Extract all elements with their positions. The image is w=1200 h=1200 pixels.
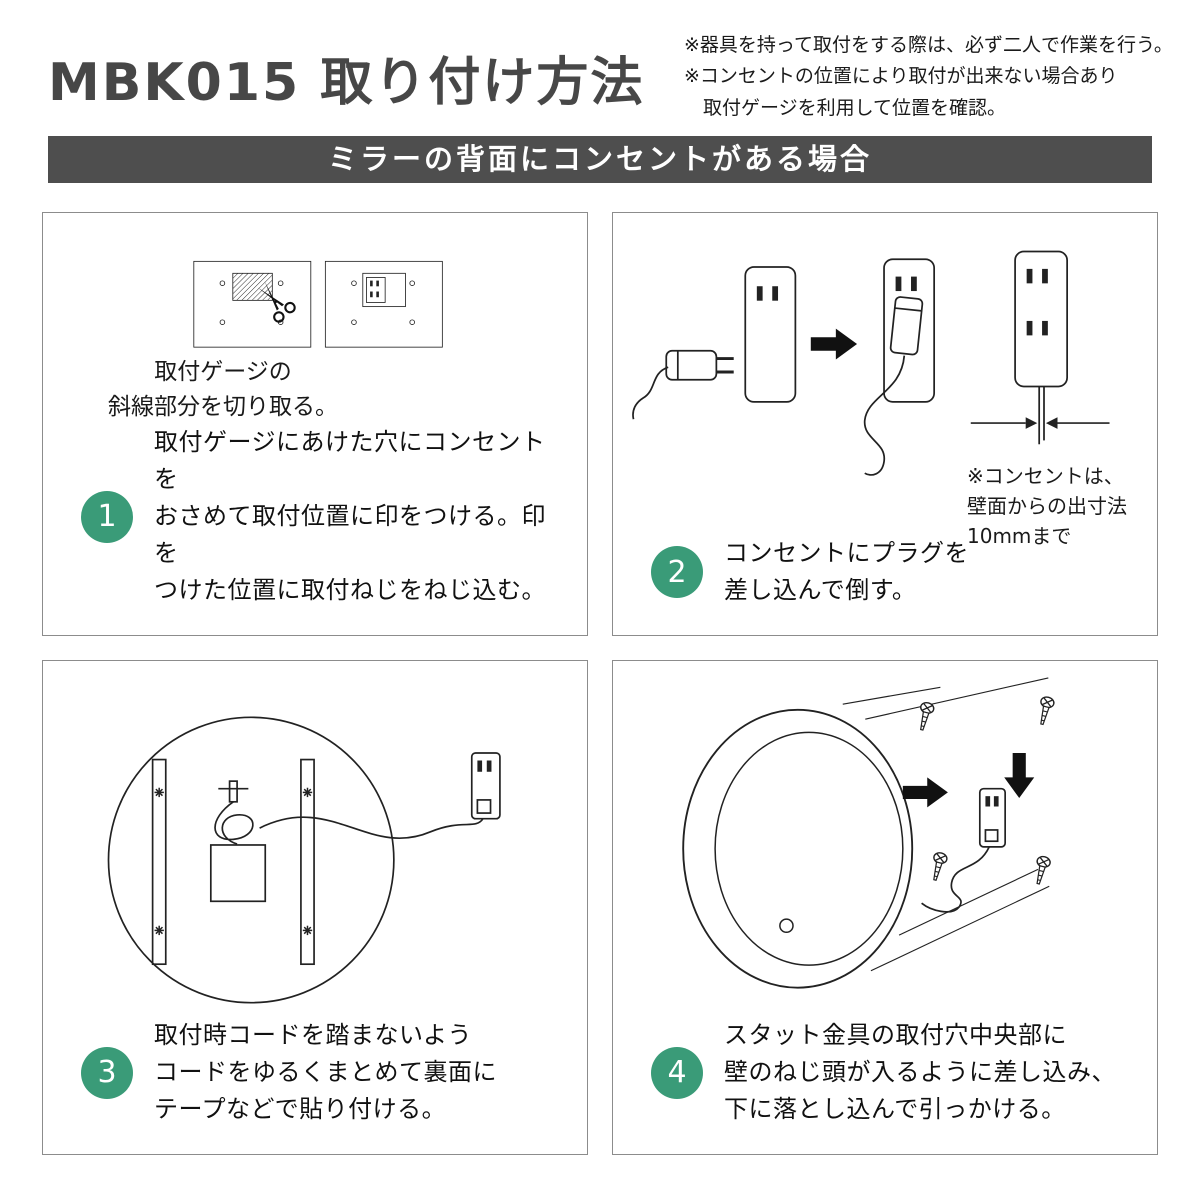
wall-screw-icon [927, 850, 949, 883]
wall-screw-icon [914, 700, 936, 733]
step-3-row: 3 取付時コードを踏まないよう コードをゆるくまとめて裏面に テープなどで貼り付… [43, 1017, 587, 1154]
header-notes: ※器具を持って取付をする際は、必ず二人で作業を行う。 ※コンセントの位置により取… [684, 34, 1173, 119]
cord-clip-icon [228, 780, 238, 803]
step-4-panel: 4 スタット金具の取付穴中央部に 壁のねじ頭が入るように差し込み、 下に落とし込… [612, 660, 1158, 1155]
gauge-sheet-left [193, 260, 312, 348]
outlet-side-view-icon [1014, 250, 1068, 388]
step-3-panel: 3 取付時コードを踏まないよう コードをゆるくまとめて裏面に テープなどで貼り付… [42, 660, 588, 1155]
scissors-icon [257, 281, 296, 323]
step-2-note: ※コンセントは、 壁面からの出寸法 10mmまで [967, 464, 1127, 548]
cord-to-outlet-line [259, 816, 484, 839]
outlet-fixture-icon [978, 787, 1006, 848]
screw-hole-icon [153, 786, 165, 798]
mirror-back-circle [107, 716, 395, 1004]
step-1-panel: 取付ゲージの 斜線部分を切り取る。 1 取付ゲージにあけた穴にコンセントを おさ… [42, 212, 588, 636]
arrow-right-icon [810, 328, 858, 360]
gauge-sheet-right [324, 260, 443, 348]
mount-rail-right [300, 758, 315, 966]
plug-insert-illustration [632, 250, 1110, 476]
outlet-fixture-icon [470, 752, 501, 820]
bundled-cord-loops [214, 801, 254, 845]
mount-rail-left [151, 758, 167, 966]
step-1-text: 取付ゲージにあけた穴にコンセントを おさめて取付位置に印をつける。印を つけた位… [154, 428, 546, 605]
screw-hole-icon [302, 924, 313, 936]
step-2-illustration: ※コンセントは、 壁面からの出寸法 10mmまで [613, 213, 1157, 548]
step-4-illustration [613, 661, 1157, 1013]
step-4-badge: 4 [651, 1046, 703, 1099]
cutout-window [362, 272, 406, 308]
screw-hole-icon [153, 924, 165, 936]
step-1-badge: 1 [81, 490, 133, 543]
mirror-back-illustration [107, 716, 501, 1004]
step-1-row: 1 取付ゲージにあけた穴にコンセントを おさめて取付位置に印をつける。印を つけ… [43, 424, 587, 635]
step-3-badge: 3 [81, 1046, 133, 1099]
step-3-text: 取付時コードを踏まないよう コードをゆるくまとめて裏面に テープなどで貼り付ける… [154, 1021, 497, 1124]
hatched-cutout-area [232, 272, 273, 301]
hanging-cord-line [863, 355, 906, 476]
step-1-caption: 取付ゲージの 斜線部分を切り取る。 [108, 359, 338, 420]
alignment-lines [842, 677, 1050, 972]
mirror-outer-ring [682, 708, 914, 989]
step-3-illustration [43, 661, 587, 1013]
mirror-hang-illustration [682, 677, 1056, 989]
step-4-text: スタット金具の取付穴中央部に 壁のねじ頭が入るように差し込み、 下に落とし込んで… [724, 1021, 1116, 1124]
arrow-right-icon [902, 777, 948, 808]
plug-folded-icon [889, 296, 924, 356]
mirror-inner-ring [714, 731, 904, 966]
section-banner: ミラーの背面にコンセントがある場合 [48, 136, 1152, 183]
tape-box-icon [209, 844, 267, 903]
gauge-cut-illustration [193, 260, 443, 348]
outlet-left-icon [744, 266, 797, 403]
wall-screw-icon [1031, 854, 1052, 887]
page-title: MBK015 取り付け方法 [48, 53, 645, 113]
step-4-row: 4 スタット金具の取付穴中央部に 壁のねじ頭が入るように差し込み、 下に落とし込… [613, 1017, 1157, 1154]
step-2-text: コンセントにプラグを 差し込んで倒す。 [724, 539, 969, 605]
step-2-row: 2 コンセントにプラグを 差し込んで倒す。 [613, 535, 1157, 635]
cord-line [921, 846, 990, 913]
cord-line [632, 366, 669, 420]
wall-screw-icon [1034, 694, 1056, 727]
arrow-down-icon [1004, 752, 1035, 799]
outlet-middle-icon [883, 258, 936, 403]
touch-sensor-icon [779, 918, 794, 934]
screw-hole-icon [302, 786, 313, 798]
outlet-icon [366, 277, 386, 303]
plug-icon [665, 349, 718, 381]
step-2-panel: ※コンセントは、 壁面からの出寸法 10mmまで 2 コンセントにプラグを 差し… [612, 212, 1158, 636]
step-2-badge: 2 [651, 546, 703, 599]
